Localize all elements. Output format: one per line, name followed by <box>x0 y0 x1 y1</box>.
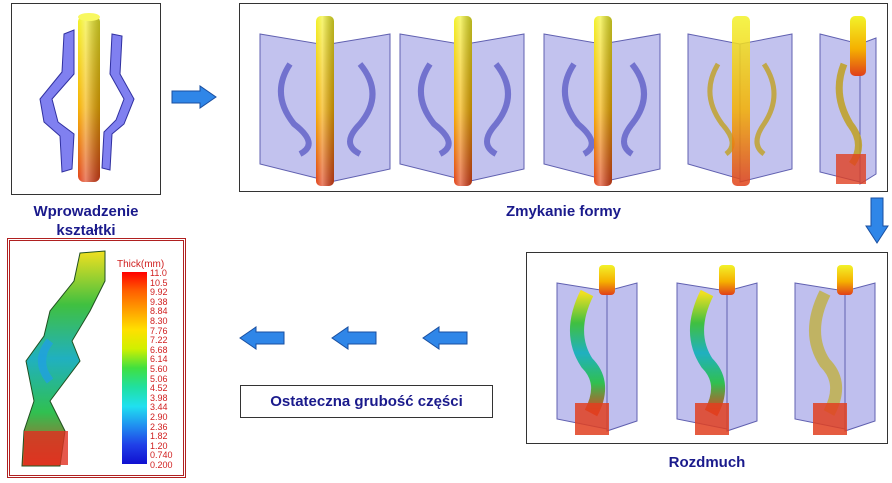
legend-tick-label: 0.740 <box>150 450 173 461</box>
legend-tick-label: 9.38 <box>150 296 168 307</box>
mold-closing-caption: Zmykanie formy <box>505 203 622 220</box>
blow-stage-3 <box>794 265 876 435</box>
final-thickness-label: Ostateczna grubość części <box>240 385 493 418</box>
legend-tick-label: 5.60 <box>150 364 168 374</box>
blow-caption: Rozdmuch <box>668 454 746 471</box>
blow-illustration <box>556 265 876 435</box>
mold-closing-panel <box>239 3 888 192</box>
legend-tick-label: 5.06 <box>150 373 168 384</box>
legend-tick-label: 3.98 <box>150 392 168 403</box>
legend-tick-label: 2.36 <box>150 421 168 432</box>
mold-closing-illustration <box>259 16 877 186</box>
legend-tick-label: 2.90 <box>150 412 168 422</box>
legend-tick-label: 3.44 <box>150 402 168 413</box>
insert-illustration <box>39 13 135 182</box>
blow-stage-1 <box>556 265 638 435</box>
color-scale-bar <box>122 272 147 464</box>
arrow-right-icon <box>171 85 217 109</box>
legend-tick-label: 1.20 <box>150 440 168 451</box>
insert-caption: Wprowadzenie kształtki <box>33 203 139 239</box>
closing-stage-1 <box>259 16 391 186</box>
legend-tick-label: 10.5 <box>150 277 168 288</box>
legend-tick-label: 6.14 <box>150 354 168 365</box>
closing-stage-2 <box>399 16 525 186</box>
arrow-left-icon <box>239 326 285 350</box>
legend-tick-label: 4.52 <box>150 383 168 394</box>
blow-panel <box>526 252 888 444</box>
blow-stage-2 <box>676 265 758 435</box>
insert-panel <box>11 3 161 195</box>
legend-tick-label: 0.200 <box>150 460 173 470</box>
arrow-left-icon <box>422 326 468 350</box>
closing-stage-3 <box>543 16 661 186</box>
legend-tick-label: 8.30 <box>150 316 168 326</box>
legend-tick-label: 1.82 <box>150 431 168 442</box>
legend-tick-label: 9.92 <box>150 287 168 298</box>
legend-tick-label: 8.84 <box>150 306 168 317</box>
legend-title: Thick(mm) <box>117 259 165 270</box>
legend-tick-label: 11.0 <box>150 268 167 278</box>
arrow-down-icon <box>865 197 889 244</box>
arrow-left-icon <box>331 326 377 350</box>
legend-tick-label: 6.68 <box>150 344 168 355</box>
closing-stage-4 <box>687 16 793 186</box>
legend-tick-label: 7.22 <box>150 335 168 346</box>
legend-tick-label: 7.76 <box>150 325 168 336</box>
thickness-part-illustration <box>21 250 106 467</box>
closing-stage-5 <box>819 16 877 185</box>
